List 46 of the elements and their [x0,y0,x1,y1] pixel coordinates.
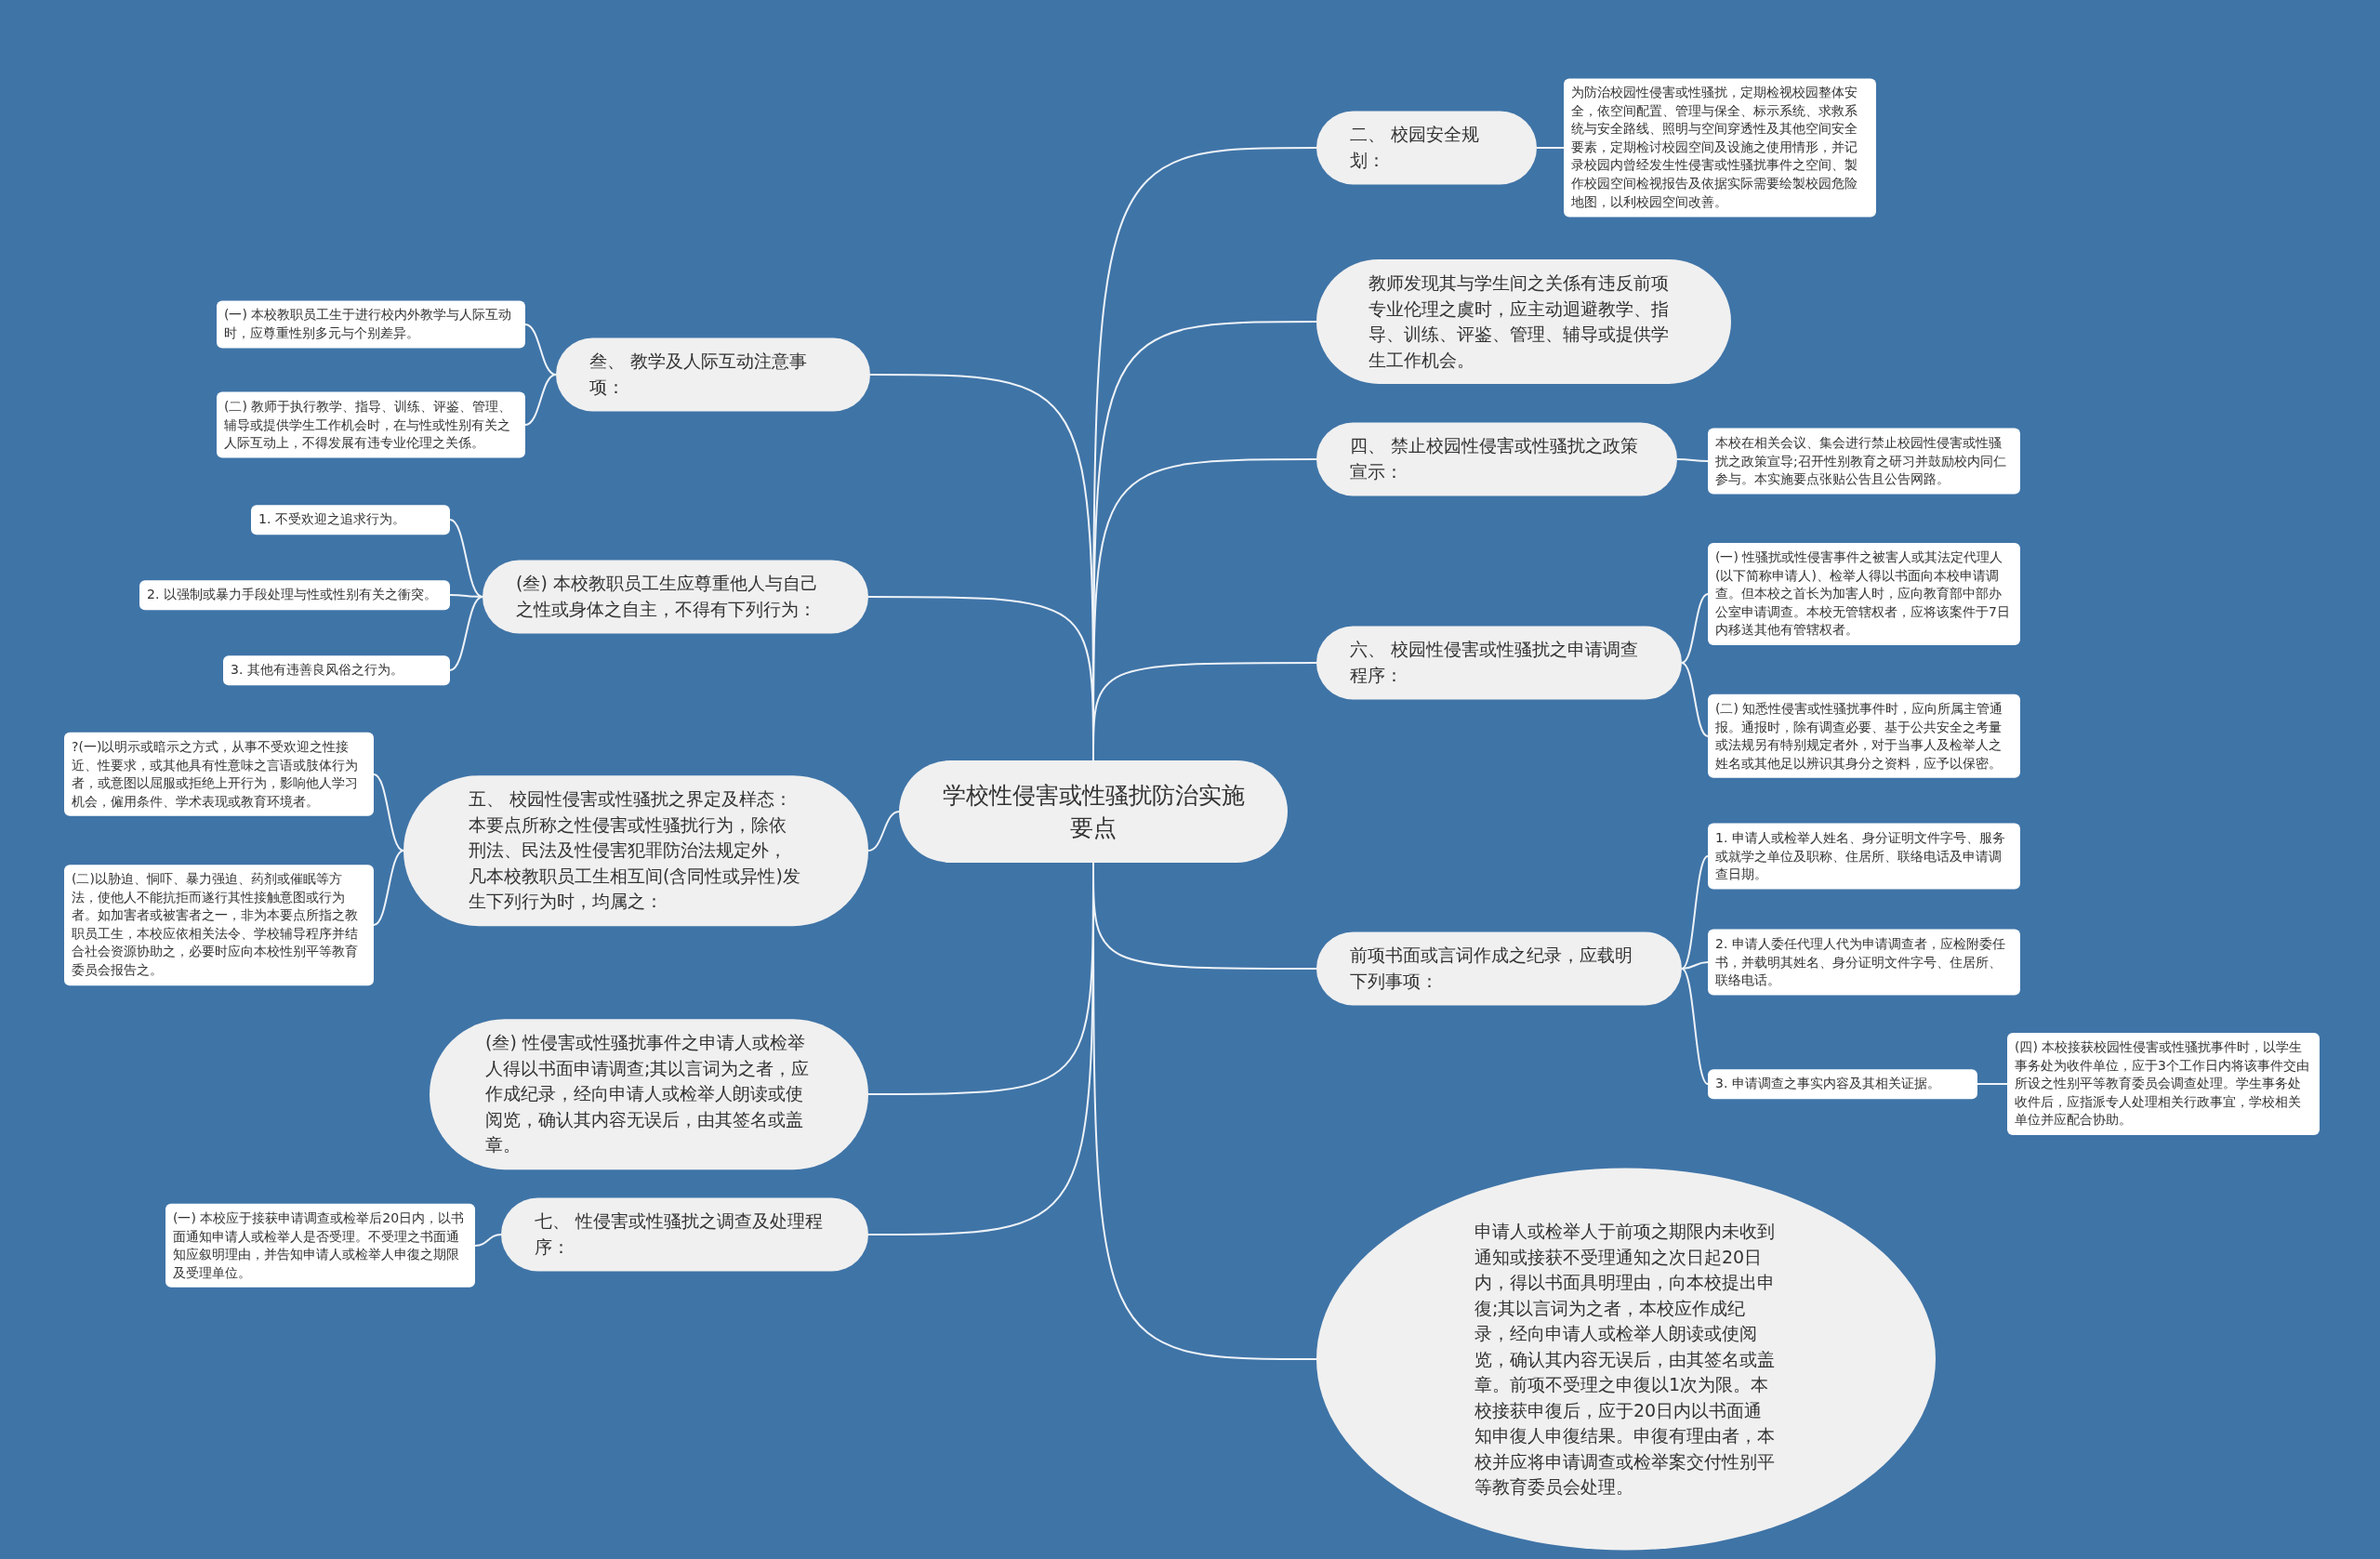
note-card: 3. 申请调查之事实内容及其相关证据。 [1708,1069,1977,1099]
connector-line [449,519,483,598]
connector-line [867,596,1094,761]
note-card: (二) 知悉性侵害或性骚扰事件时，应向所属主管通报。通报时，除有调查必要、基于公共安全之考量或法规另有特别规定者外，对于当事人及检举人之姓名或其他足以辨识其身分之资料，应予以保密。 [1708,694,2020,779]
connector-line [1977,1083,2008,1085]
connector-line [1676,458,1709,462]
note-card: (二) 教师于执行教学、指导、训练、评鉴、管理、辅导或提供学生工作机会时，在与性或性别有关之人际互动上，不得发展有违专业伦理之关係。 [217,391,525,458]
connector-line [1536,147,1565,149]
connector-line [373,773,404,852]
connector-line [474,1234,502,1247]
topic-pill: 叁、 教学及人际互动注意事项： [556,337,870,412]
note-card: 3. 其他有违善良风俗之行为。 [223,655,450,685]
note-card: (一) 本校应于接获申请调查或检举后20日内，以书面通知申请人或检举人是否受理。不受理之书面通知应叙明理由，并告知申请人或检举人申復之期限及受理单位。 [165,1203,475,1288]
note-card: 本校在相关会议、集会进行禁止校园性侵害或性骚扰之政策宣导;召开性别教育之研习并鼓励校内同仁参与。本实施要点张贴公告且公告网路。 [1708,428,2020,495]
topic-pill: 七、 性侵害或性骚扰之调查及处理程序： [501,1197,868,1272]
note-card: 2. 申请人委任代理人代为申请调查者，应检附委任书，并载明其姓名、身分证明文件字号、住居所、联络电话。 [1708,929,2020,996]
connector-line [1681,855,1709,970]
connector-line [867,811,900,852]
note-card: 为防治校园性侵害或性骚扰，定期检视校园整体安全，依空间配置、管理与保全、标示系统、求救系统与安全路线、照明与空间穿透性及其他空间安全要素，定期检讨校园空间及设施之使用情形，并记录校园内曾经发生性侵害或性骚扰事件之空间、製作校园空间检视报告及依据实际需要绘製校园危险地图，以利校园空间改善。 [1564,78,1876,218]
topic-ellipse: 申请人或检举人于前项之期限内未收到通知或接获不受理通知之次日起20日内，得以书面具明理由，向本校提出申復;其以言词为之者，本校应作成纪录，经向申请人或检举人朗读或使阅览，确认其内容无误后，由其签名或盖章。前项不受理之申復以1次为限。本校接获申復后，应于20日内以书面通知申復人申復结果。申復有理由者，本校并应将申请调查或检举案交付性别平等教育委员会处理。 [1316,1168,1936,1551]
connector-line [1681,662,1709,737]
topic-pill: 四、 禁止校园性侵害或性骚扰之政策宣示： [1316,422,1677,496]
connector-line [1681,968,1709,1085]
topic-pill: 前项书面或言词作成之纪录，应载明下列事项： [1316,931,1682,1006]
central-topic: 学校性侵害或性骚扰防治实施要点 [899,760,1288,863]
connector-line [1681,961,1709,970]
topic-pill: (叁) 性侵害或性骚扰事件之申请人或检举人得以书面申请调查;其以言词为之者，应作成纪录，经向申请人或检举人朗读或使阅览，确认其内容无误后，由其签名或盖章。 [430,1019,868,1169]
topic-pill: 教师发现其与学生间之关係有违反前项专业伦理之虞时，应主动迴避教学、指导、训练、评鉴、管理、辅导或提供学生工作机会。 [1316,258,1731,385]
note-card: ?(一)以明示或暗示之方式，从事不受欢迎之性接近、性要求，或其他具有性意味之言语或肢体行为者，或意图以屈服或拒绝上开行为，影响他人学习机会，僱用条件、学术表现或教育环境者。 [64,732,374,817]
topic-pill: 六、 校园性侵害或性骚扰之申请调查程序： [1316,626,1682,700]
note-card: (四) 本校接获校园性侵害或性骚扰事件时，以学生事务处为收件单位，应于3个工作日内将该事件交由所设之性别平等教育委员会调查处理。学生事务处收件后，应指派专人处理相关行政事宜，学校相关单位并应配合协助。 [2007,1033,2320,1135]
connector-line [449,594,483,598]
topic-pill: (叁) 本校教职员工生应尊重他人与自己之性或身体之自主，不得有下列行为： [483,560,868,634]
note-card: (一) 本校教职员工生于进行校内外教学与人际互动时，应尊重性别多元与个别差异。 [217,300,525,349]
topic-pill: 五、 校园性侵害或性骚扰之界定及样态：本要点所称之性侵害或性骚扰行为，除依刑法、民法及性侵害犯罪防治法规定外，凡本校教职员工生相互间(含同性或异性)发生下列行为时，均属之： [403,775,868,926]
topic-pill: 二、 校园安全规划： [1316,111,1537,185]
connector-line [449,596,483,671]
note-card: 1. 不受欢迎之追求行为。 [251,505,450,535]
note-card: 1. 申请人或检举人姓名、身分证明文件字号、服务或就学之单位及职称、住居所、联络电话及申请调查日期。 [1708,823,2020,890]
connector-line [524,324,557,376]
note-card: (二)以胁迫、恫吓、暴力强迫、药剂或催眠等方法，使他人不能抗拒而遂行其性接触意图或行为者。如加害者或被害者之一，非为本要点所指之教职员工生，本校应依相关法令、学校辅导程序并结合社会资源协助之，必要时应向本校性别平等教育委员会报告之。 [64,865,374,985]
connector-line [373,850,404,926]
note-card: 2. 以强制或暴力手段处理与性或性别有关之衝突。 [139,580,450,610]
connector-line [1681,593,1709,664]
connector-line [524,374,557,426]
note-card: (一) 性骚扰或性侵害事件之被害人或其法定代理人(以下简称申请人)、检举人得以书面向本校申请调查。但本校之首长为加害人时，应向教育部中部办公室申请调查。本校无管辖权者，应将该案件于7日内移送其他有管辖权者。 [1708,543,2020,645]
